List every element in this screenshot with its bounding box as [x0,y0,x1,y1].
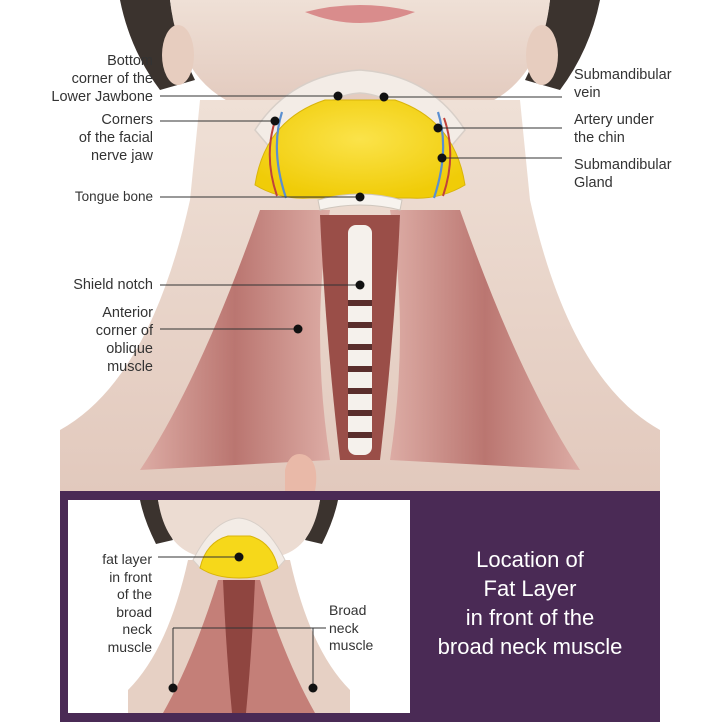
label-corners-facial-nerve-jaw: Corners of the facial nerve jaw [78,112,153,164]
inset-neck-svg [68,500,410,713]
hyoid-bone [317,193,403,211]
lips [305,5,415,23]
label-shield-notch: Shield notch [73,277,153,293]
artery-right [442,117,452,197]
face [170,0,550,110]
vein-left [275,111,288,199]
label-anterior-corner-oblique: Anterior corner of oblique muscle [95,305,153,375]
inset-illustration [68,500,410,713]
finger [285,454,317,491]
label-bottom-corner-jawbone: Bottom corner of the Lower Jawbone [51,53,153,105]
right-oblique-muscle [390,210,580,470]
caption-line-4: broad neck muscle [437,634,623,659]
label-fat-layer: fat layer in front of the broad neck mus… [102,551,152,655]
label-artery-under-chin: Artery under the chin [574,112,654,146]
label-submandibular-gland: Submandibular Gland [574,157,672,191]
artery-left [268,117,278,197]
left-oblique-muscle [140,210,330,470]
label-tongue-bone: Tongue bone [74,189,153,204]
caption-line-3: in front of the [465,605,595,630]
caption-line-2: Fat Layer [483,576,577,601]
label-broad-neck-muscle: Broad neck muscle [329,602,374,653]
neck-anatomy-illustration [60,0,660,491]
label-submandibular-vein: Submandibular vein [574,67,672,101]
caption-line-1: Location of [476,547,584,572]
trachea [348,225,372,455]
vein-right [432,111,445,199]
submental-fat [254,99,466,199]
